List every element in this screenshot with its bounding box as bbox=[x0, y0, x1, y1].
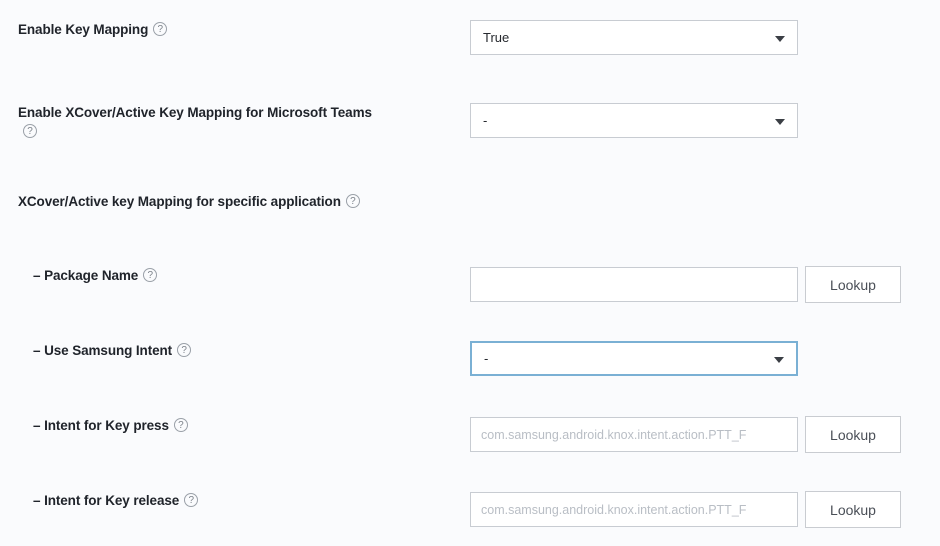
help-circle-icon[interactable] bbox=[23, 124, 37, 138]
control-package-name: Lookup bbox=[470, 266, 901, 303]
field-label-intent-key-release: – Intent for Key release bbox=[0, 491, 470, 510]
dropdown-enable-xcover-teams[interactable]: - bbox=[470, 103, 798, 138]
dropdown-value: - bbox=[484, 351, 489, 366]
dropdown-enable-key-mapping[interactable]: True bbox=[470, 20, 798, 55]
chevron-down-icon bbox=[775, 118, 785, 125]
form-row-package-name: – Package Name Lookup bbox=[0, 266, 940, 303]
package-name-lookup-button[interactable]: Lookup bbox=[805, 266, 901, 303]
form-row-enable-xcover-teams: Enable XCover/Active Key Mapping for Mic… bbox=[0, 103, 940, 141]
section-title-xcover-specific-application: XCover/Active key Mapping for specific a… bbox=[0, 192, 470, 211]
label-dash-prefix: – bbox=[33, 268, 41, 283]
control-use-samsung-intent: - bbox=[470, 341, 798, 376]
form-row-use-samsung-intent: – Use Samsung Intent - bbox=[0, 341, 940, 376]
form-row-intent-key-press: – Intent for Key press Lookup bbox=[0, 416, 940, 453]
label-text: Enable XCover/Active Key Mapping for Mic… bbox=[18, 105, 372, 120]
form-row-enable-key-mapping: Enable Key Mapping True bbox=[0, 20, 940, 55]
control-intent-key-release: Lookup bbox=[470, 491, 901, 528]
help-circle-icon[interactable] bbox=[184, 493, 199, 507]
control-intent-key-press: Lookup bbox=[470, 416, 901, 453]
label-text: Enable Key Mapping bbox=[18, 22, 149, 37]
field-label-enable-key-mapping: Enable Key Mapping bbox=[0, 20, 470, 39]
control-enable-xcover-teams: - bbox=[470, 103, 798, 138]
label-dash-prefix: – bbox=[33, 343, 41, 358]
intent-key-press-lookup-button[interactable]: Lookup bbox=[805, 416, 901, 453]
field-label-enable-xcover-teams: Enable XCover/Active Key Mapping for Mic… bbox=[0, 103, 470, 141]
label-text: Package Name bbox=[44, 268, 139, 283]
label-text: Intent for Key release bbox=[44, 493, 180, 508]
dropdown-value: - bbox=[483, 113, 488, 128]
dropdown-use-samsung-intent[interactable]: - bbox=[470, 341, 798, 376]
form-row-intent-key-release: – Intent for Key release Lookup bbox=[0, 491, 940, 528]
control-enable-key-mapping: True bbox=[470, 20, 798, 55]
help-circle-icon[interactable] bbox=[153, 22, 168, 36]
label-dash-prefix: – bbox=[33, 418, 41, 433]
label-dash-prefix: – bbox=[33, 493, 41, 508]
field-label-use-samsung-intent: – Use Samsung Intent bbox=[0, 341, 470, 360]
label-text: Intent for Key press bbox=[44, 418, 169, 433]
intent-key-press-input[interactable] bbox=[470, 417, 798, 452]
help-circle-icon[interactable] bbox=[143, 268, 158, 282]
field-label-intent-key-press: – Intent for Key press bbox=[0, 416, 470, 435]
help-circle-icon[interactable] bbox=[345, 194, 360, 208]
field-label-package-name: – Package Name bbox=[0, 266, 470, 285]
label-text: XCover/Active key Mapping for specific a… bbox=[18, 194, 341, 209]
help-circle-icon[interactable] bbox=[177, 343, 192, 357]
intent-key-release-lookup-button[interactable]: Lookup bbox=[805, 491, 901, 528]
chevron-down-icon bbox=[774, 356, 784, 363]
intent-key-release-input[interactable] bbox=[470, 492, 798, 527]
label-text: Use Samsung Intent bbox=[44, 343, 173, 358]
chevron-down-icon bbox=[775, 35, 785, 42]
dropdown-value: True bbox=[483, 30, 510, 45]
form-section-xcover-specific-application: XCover/Active key Mapping for specific a… bbox=[0, 192, 940, 211]
help-circle-icon[interactable] bbox=[173, 418, 188, 432]
package-name-input[interactable] bbox=[470, 267, 798, 302]
